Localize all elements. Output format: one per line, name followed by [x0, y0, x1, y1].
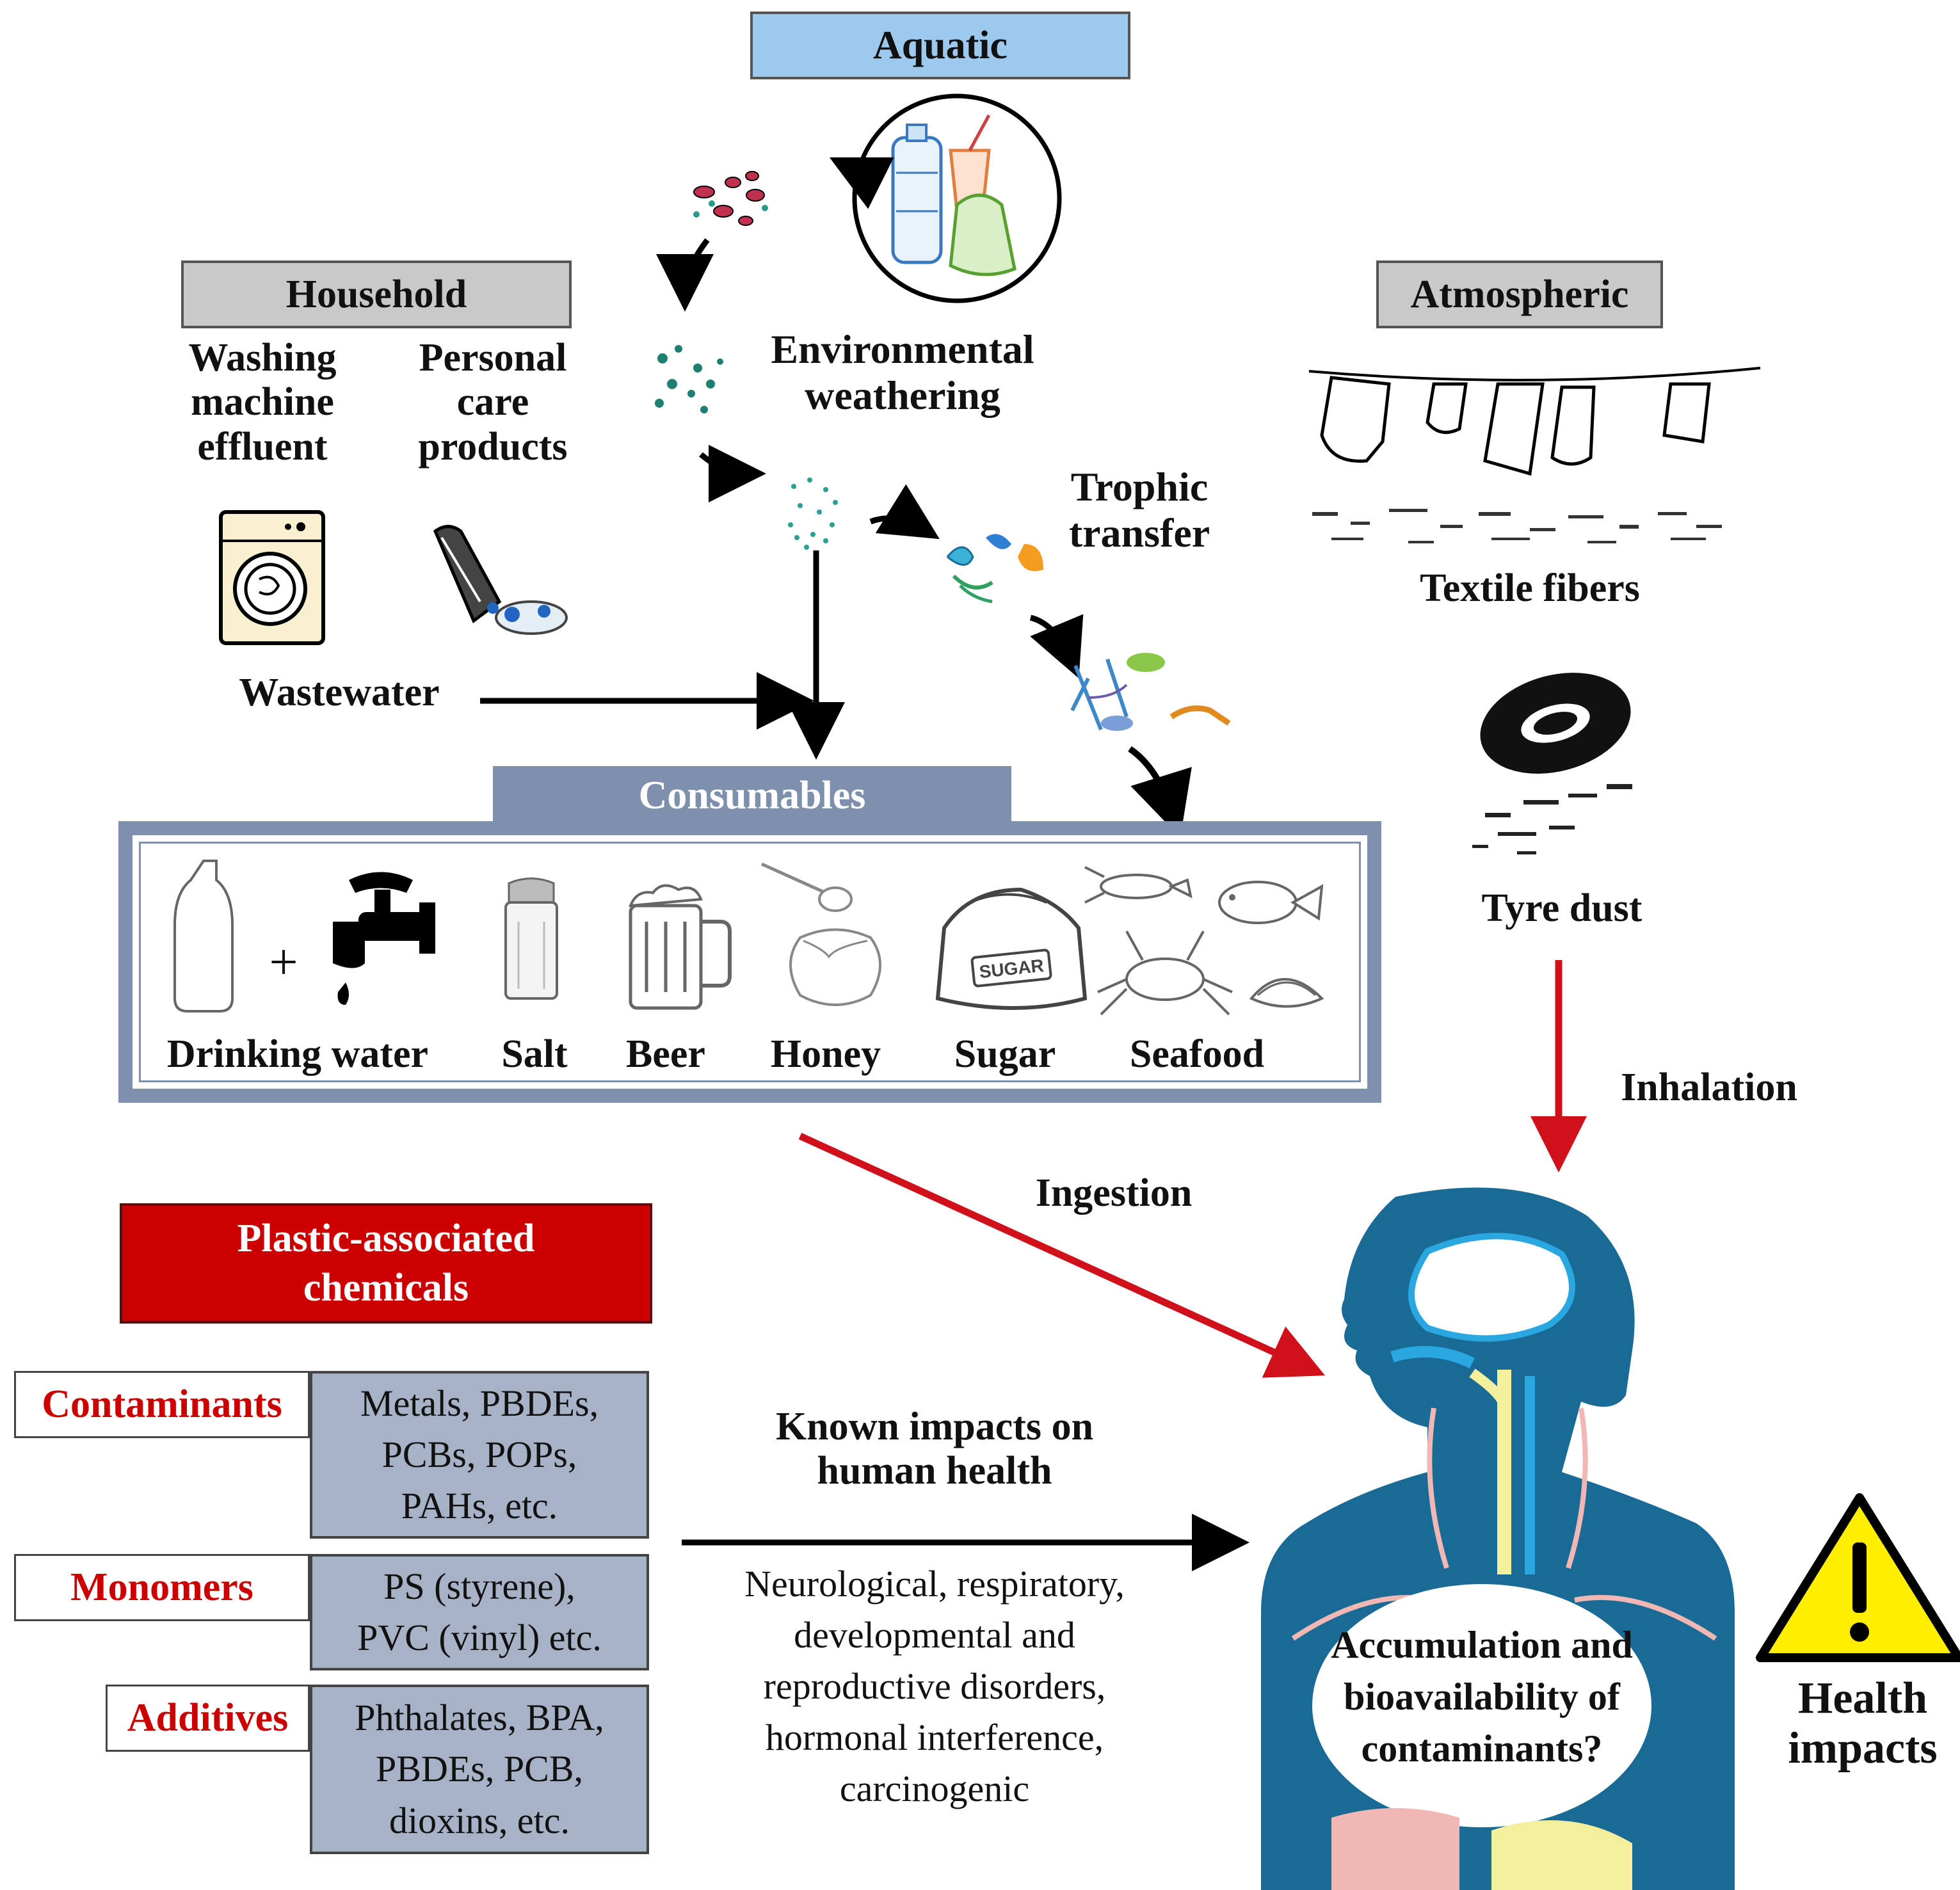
weathering-cycle — [655, 157, 940, 550]
atmospheric-header: Atmospheric — [1376, 260, 1663, 328]
aquatic-header: Aquatic — [750, 12, 1130, 79]
chemical-group-name: Additives — [106, 1685, 310, 1752]
chemical-group-name: Contaminants — [14, 1371, 310, 1438]
human-body-icon — [1261, 1187, 1735, 1890]
chemical-group-list: Metals, PBDEs, PCBs, POPs, PAHs, etc. — [310, 1371, 649, 1539]
washing-machine-label: Washing machine effluent — [188, 336, 337, 468]
health-impacts-label: Health impacts — [1788, 1674, 1938, 1774]
tyre-dust-particles — [1472, 784, 1632, 854]
chemical-group-name: Monomers — [14, 1554, 310, 1621]
trophic-arrow-1 — [1029, 614, 1084, 678]
consumables-title: Consumables — [638, 773, 866, 817]
inhalation-label: Inhalation — [1621, 1066, 1797, 1109]
consumable-honey: Honey — [770, 1032, 881, 1076]
textile-fiber-particles — [1312, 509, 1722, 543]
clothesline-icon — [1308, 367, 1761, 476]
consumable-seafood: Seafood — [1129, 1032, 1265, 1076]
ingestion-arrow — [798, 1132, 1326, 1378]
household-header: Household — [181, 260, 572, 328]
trophic-transfer-label: Trophic transfer — [1068, 464, 1210, 556]
accumulation-question: Accumulation and bioavailability of cont… — [1331, 1624, 1633, 1770]
zooplankton-icon — [946, 534, 1043, 604]
ingestion-label: Ingestion — [1035, 1171, 1193, 1215]
consumable-salt: Salt — [501, 1032, 568, 1076]
weathering-label: Environmental weathering — [771, 326, 1034, 418]
personal-care-label: Personal care products — [418, 336, 568, 468]
consumable-sugar: Sugar — [954, 1032, 1056, 1076]
known-impacts-list: Neurological, respiratory, developmental… — [744, 1563, 1125, 1810]
plankton-icon — [1070, 653, 1231, 731]
plastic-waste-icon — [852, 93, 1062, 303]
consumable-beer: Beer — [626, 1032, 705, 1076]
known-impacts-title: Known impacts on human health — [775, 1405, 1094, 1493]
personal-care-icon — [433, 525, 568, 635]
tyre-dust-label: Tyre dust — [1481, 886, 1643, 930]
trophic-arrow-2 — [1128, 746, 1192, 838]
chemical-group-list: Phthalates, BPA, PBDEs, PCB, dioxins, et… — [310, 1685, 649, 1854]
plus-sign: + — [269, 934, 298, 991]
consumable-drinking-water: Drinking water — [166, 1032, 429, 1076]
washing-machine-icon — [219, 510, 325, 645]
chemicals-title: Plastic-associated chemicals — [120, 1203, 652, 1324]
tyre-icon — [1480, 673, 1631, 774]
chemical-group-list: PS (styrene), PVC (vinyl) etc. — [310, 1554, 649, 1670]
wastewater-label: Wastewater — [239, 671, 440, 714]
consumables-title-tab: Consumables — [493, 766, 1011, 825]
textile-fibers-label: Textile fibers — [1420, 566, 1640, 610]
warning-icon — [1756, 1493, 1960, 1662]
